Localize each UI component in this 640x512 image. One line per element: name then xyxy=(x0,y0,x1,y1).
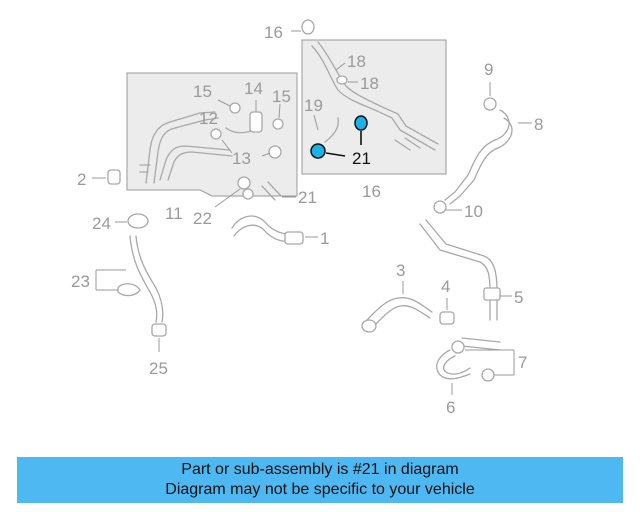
callout-4: 4 xyxy=(441,277,450,296)
callout-18: 18 xyxy=(347,52,366,71)
info-banner: Part or sub-assembly is #21 in diagram D… xyxy=(17,457,623,503)
callout-15a: 15 xyxy=(193,82,212,101)
callout-22: 21 xyxy=(298,188,317,207)
part-17-clamp[interactable]: 16 xyxy=(264,19,315,42)
part-5-pipe[interactable]: 5 xyxy=(419,219,523,321)
part-6-hose[interactable]: 6 xyxy=(436,337,501,417)
part-8-hose[interactable]: 8 xyxy=(444,109,543,205)
part-16-hose-assembly[interactable] xyxy=(311,41,439,151)
parts-diagram: 16 18 18 19 21 16 11 1 xyxy=(71,19,543,417)
callout-11: 11 xyxy=(165,204,183,223)
part-13-clamp[interactable]: 13 xyxy=(210,128,282,168)
callout-15b: 15 xyxy=(272,87,291,106)
part-19-clamp[interactable]: 18 xyxy=(336,74,379,93)
part-21-clamp[interactable]: 21 xyxy=(310,115,371,168)
part-25-cap[interactable]: 24 xyxy=(92,213,149,233)
part-26-clamp[interactable]: 25 xyxy=(149,323,168,378)
part-11-pipe-assembly[interactable]: 11 xyxy=(139,111,233,223)
callout-19: 18 xyxy=(360,74,379,93)
callout-26: 25 xyxy=(149,359,168,378)
callout-14: 14 xyxy=(244,79,263,98)
part-14-hose[interactable]: 14 xyxy=(244,79,263,133)
part-2-clamp[interactable]: 2 xyxy=(77,169,121,189)
callout-16: 16 xyxy=(362,182,381,201)
part-23-clamp[interactable]: 22 xyxy=(193,176,254,228)
callout-13: 13 xyxy=(232,149,251,168)
part-10-clamp[interactable]: 10 xyxy=(433,200,483,221)
callout-16-group: 16 xyxy=(362,182,381,201)
part-22-hose[interactable]: 21 xyxy=(261,181,317,207)
part-18-hose[interactable]: 18 xyxy=(335,52,366,71)
callout-5: 5 xyxy=(514,288,523,307)
callout-10: 10 xyxy=(464,202,483,221)
part-9-clamp[interactable]: 9 xyxy=(483,60,497,111)
part-7-clamp[interactable]: 7 xyxy=(451,340,527,382)
callout-17: 16 xyxy=(264,23,283,42)
banner-line-1: Part or sub-assembly is #21 in diagram xyxy=(181,461,459,478)
callout-25: 24 xyxy=(92,214,111,233)
part-4-clamp[interactable]: 4 xyxy=(439,277,455,325)
callout-24: 23 xyxy=(71,272,90,291)
callout-9: 9 xyxy=(484,60,493,79)
callout-8: 8 xyxy=(534,115,543,134)
part-20-hose[interactable]: 19 xyxy=(304,96,323,131)
subassembly-16-panel xyxy=(301,39,447,175)
callout-3: 3 xyxy=(396,261,405,280)
callout-12: 12 xyxy=(199,109,218,128)
part-15-clamp[interactable]: 15 15 xyxy=(193,82,291,130)
part-24-hose[interactable]: 23 xyxy=(71,235,164,323)
callout-2: 2 xyxy=(77,170,86,189)
callout-7: 7 xyxy=(518,353,527,372)
part-1-hose[interactable]: 1 xyxy=(231,215,329,248)
callout-1: 1 xyxy=(320,229,329,248)
callout-21: 21 xyxy=(352,149,371,168)
callout-20: 19 xyxy=(304,96,323,115)
callout-23: 22 xyxy=(193,209,212,228)
callout-6: 6 xyxy=(446,398,455,417)
banner-line-2: Diagram may not be specific to your vehi… xyxy=(165,481,475,498)
part-3-hose[interactable]: 3 xyxy=(361,261,433,333)
